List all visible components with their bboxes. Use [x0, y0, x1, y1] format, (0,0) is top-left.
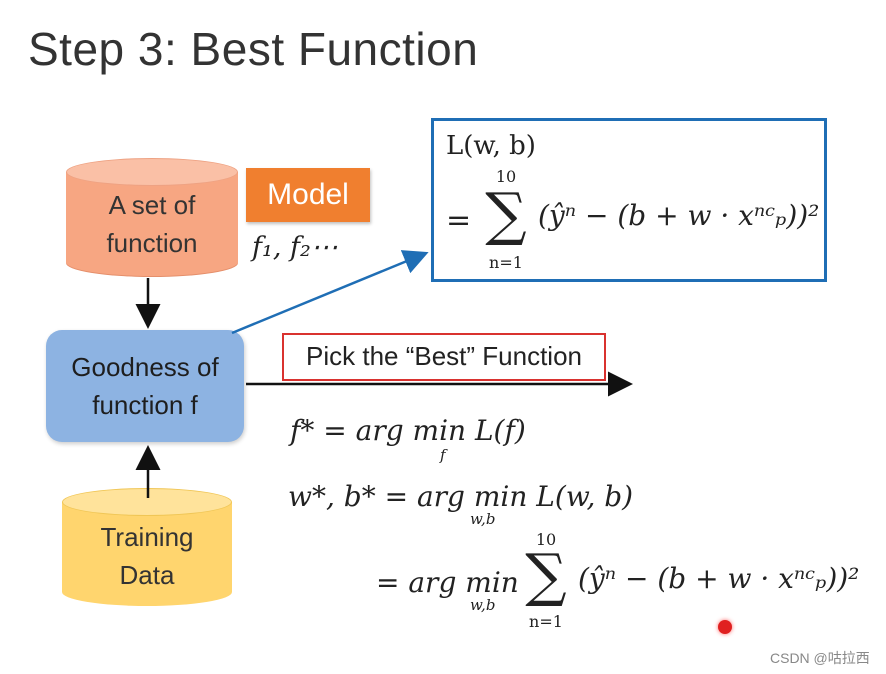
- eq1-sub: f: [440, 446, 446, 464]
- model-set-cylinder: A set of function: [66, 158, 238, 276]
- training-line2: Data: [119, 560, 175, 590]
- eq3-sub: w,b: [470, 596, 496, 614]
- training-line1: Training: [100, 522, 194, 552]
- loss-sum-lower: n=1: [489, 253, 523, 272]
- eq2-sub: w,b: [470, 510, 496, 528]
- slide-title: Step 3: Best Function: [28, 23, 479, 75]
- model-set-line1: A set of: [108, 190, 196, 220]
- goodness-line1: Goodness of: [71, 352, 219, 382]
- loss-function-box: L(w, b) = 10 ∑ n=1 (ŷⁿ − (b + w · xⁿᶜₚ))…: [431, 118, 827, 282]
- pick-best-label: Pick the “Best” Function: [282, 333, 606, 381]
- function-names: f₁, f₂⋯: [252, 232, 338, 263]
- arrow-goodness-to-loss: [231, 250, 429, 335]
- eq2-main: w*, b* = arg min L(w, b): [288, 480, 634, 513]
- sigma-icon: ∑: [485, 180, 527, 248]
- goodness-line2: function f: [92, 390, 198, 420]
- loss-equals: =: [446, 203, 472, 238]
- eq3-main: = arg min: [376, 566, 519, 599]
- model-tag: Model: [246, 168, 370, 222]
- model-set-line2: function: [106, 228, 198, 258]
- loss-lhs: L(w, b): [446, 131, 536, 161]
- goodness-box: Goodness of function f: [46, 330, 244, 442]
- loss-body: (ŷⁿ − (b + w · xⁿᶜₚ))²: [538, 199, 820, 232]
- pointer-dot: [718, 620, 732, 634]
- watermark: CSDN @咕拉西: [770, 650, 870, 666]
- eq3-sum-upper: 10: [535, 530, 557, 549]
- sigma-icon: ∑: [525, 541, 567, 609]
- training-data-cylinder: Training Data: [62, 488, 232, 606]
- eq1-main: f* = arg min L(f): [290, 414, 526, 447]
- eq3-sum-lower: n=1: [529, 612, 563, 631]
- eq3-body: (ŷⁿ − (b + w · xⁿᶜₚ))²: [578, 562, 860, 595]
- loss-sum-upper: 10: [495, 167, 517, 186]
